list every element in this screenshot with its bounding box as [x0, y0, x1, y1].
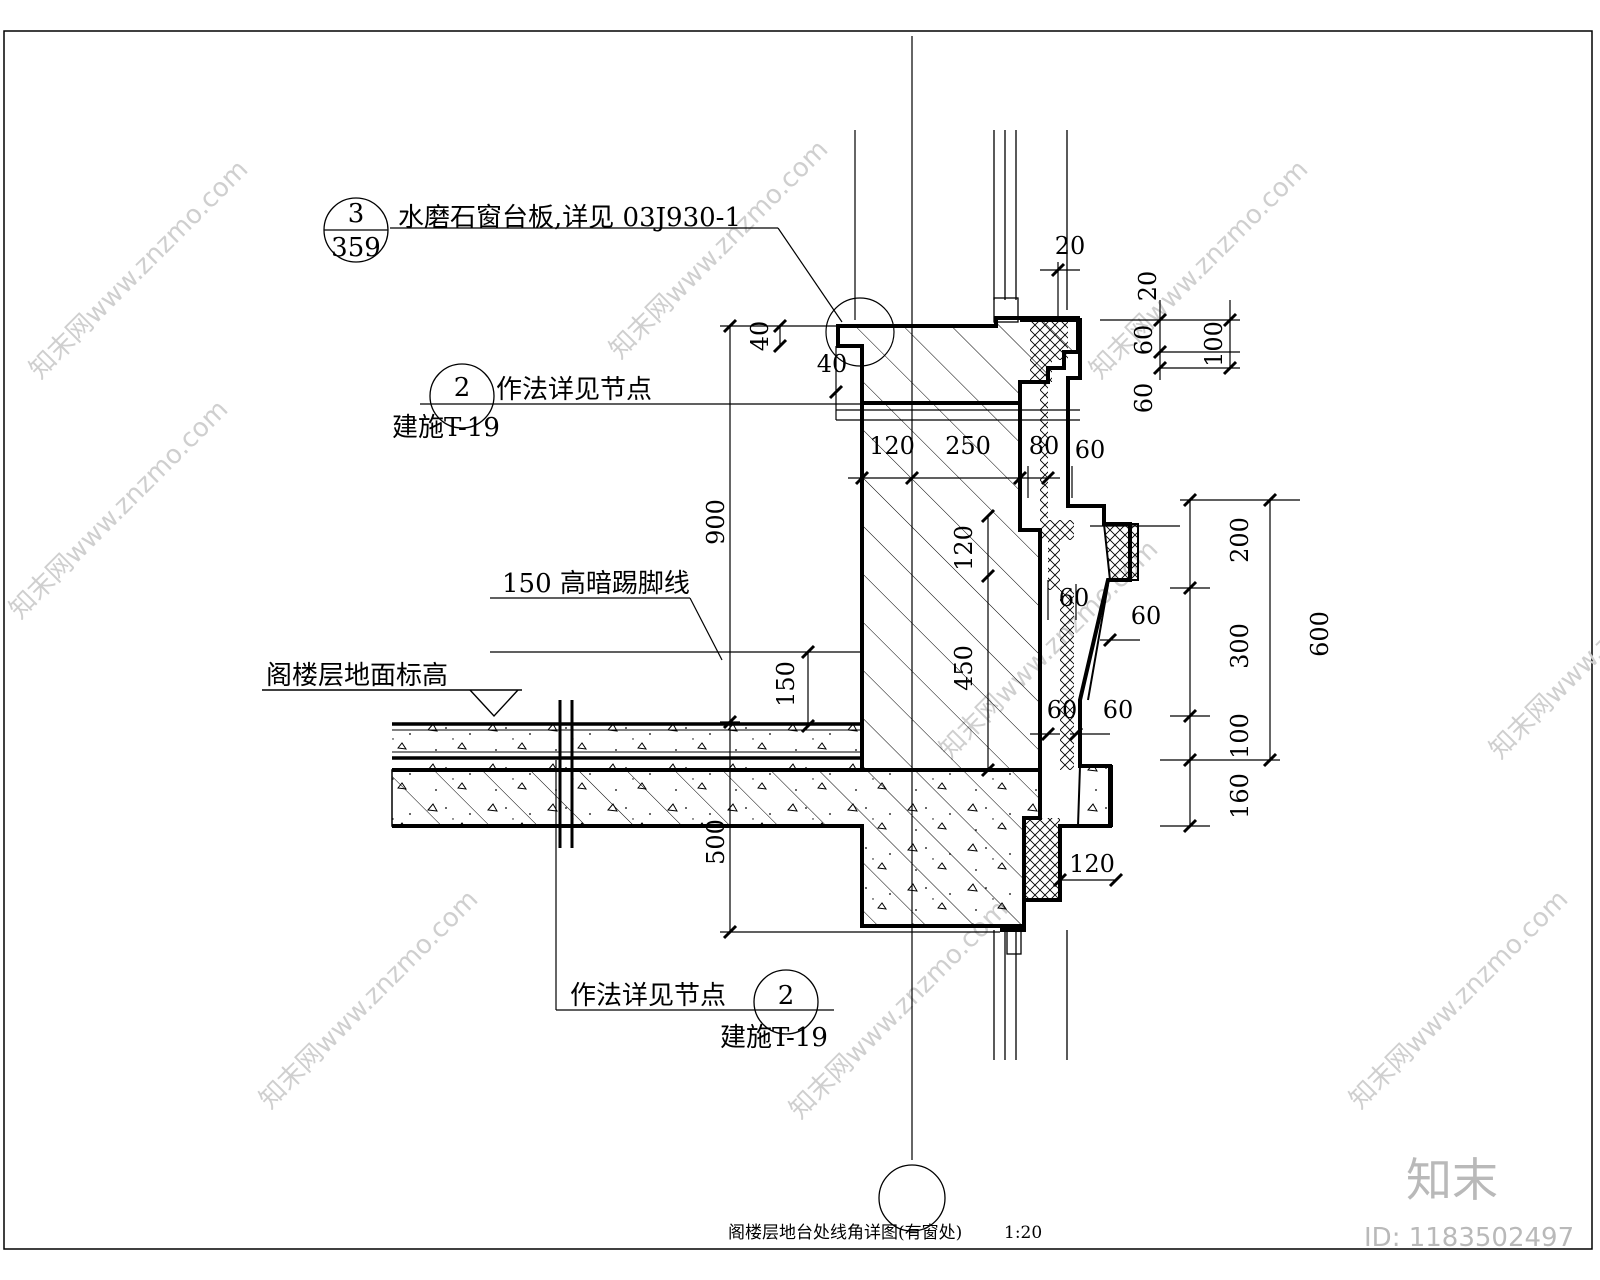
dim-label: 600 [1306, 611, 1334, 657]
dim-label: 120 [950, 525, 978, 571]
dim-label: 900 [702, 499, 730, 545]
dim-label: 20 [1134, 271, 1162, 302]
leader-lines [390, 227, 895, 1011]
ref-bubble-sill: 3 359 [323, 197, 389, 263]
dim-label: 60 [1047, 696, 1078, 724]
dim-label: 60 [1059, 584, 1090, 612]
dim-label: 500 [702, 819, 730, 865]
floor-finish [392, 724, 862, 768]
sill-annotation: 水磨石窗台板,详见 03J930-1 [398, 203, 741, 233]
dim-label: 40 [746, 321, 774, 352]
dim-label: 60 [1075, 436, 1106, 464]
node-annotation: 作法详见节点 [496, 375, 652, 405]
node2-sheet-ref: 建施T-19 [720, 1023, 828, 1053]
watermark-text: 知末网www.znzmo.com [1084, 154, 1315, 385]
dimension-labels: 20 20 40 40 60 60 100 900 120 250 80 60 … [702, 232, 1334, 878]
axis-circle [878, 1164, 946, 1232]
floor-level-annotation: 阁楼层地面标高 [266, 661, 448, 691]
dim-label: 250 [945, 432, 991, 460]
watermark-text: 知末网www.znzmo.com [1484, 534, 1600, 765]
moulding [1102, 523, 1139, 581]
node-ref-num: 2 [454, 373, 471, 403]
dim-label: 100 [1226, 713, 1254, 759]
dim-label: 60 [1131, 602, 1162, 630]
dim-label: 60 [1130, 325, 1158, 356]
sill-ref-bottom: 359 [331, 233, 381, 263]
dim-label: 20 [1055, 232, 1086, 260]
dim-label: 200 [1226, 517, 1254, 563]
watermark-text: 知末网www.znzmo.com [254, 884, 485, 1115]
node2-annotation: 作法详见节点 [570, 981, 726, 1011]
drawing-title: 阁楼层地台处线角详图(有窗处) [728, 1223, 962, 1243]
watermark-text: 知末网www.znzmo.com [1344, 884, 1575, 1115]
watermark-layer: 知末网www.znzmo.com 知末网www.znzmo.com 知末网www… [4, 134, 1600, 1125]
dim-label: 100 [1200, 321, 1228, 367]
dimension-ticks [722, 262, 1278, 940]
moulding-lower [1076, 765, 1113, 827]
slant-line [1087, 584, 1109, 701]
dim-label: 150 [772, 661, 800, 707]
floor-level-symbol [262, 689, 522, 718]
ref-bubble-node: 2 [429, 363, 495, 429]
watermark-text: 知末网www.znzmo.com [4, 394, 235, 625]
dim-label: 450 [950, 645, 978, 691]
node2-ref-num: 2 [778, 981, 795, 1011]
window-frame [993, 130, 1068, 1060]
drawing-frame [3, 30, 1593, 1250]
brand-logo-text: 知末 [1406, 1153, 1498, 1207]
skirting-annotation: 150 高暗踢脚线 [502, 569, 690, 599]
dim-label: 120 [869, 432, 915, 460]
insulation-layer [1030, 322, 1074, 770]
sill-ref-top: 3 [348, 199, 365, 229]
drawing-scale: 1:20 [1004, 1223, 1042, 1243]
dim-label: 60 [1103, 696, 1134, 724]
dim-label: 40 [817, 350, 848, 378]
node-sheet-ref: 建施T-19 [392, 413, 500, 443]
ref-bubble-node2: 2 [753, 969, 819, 1035]
dim-label: 80 [1029, 432, 1060, 460]
dim-label: 120 [1069, 850, 1115, 878]
watermark-text: 知末网www.znzmo.com [604, 134, 835, 365]
slab-insulation [1024, 818, 1060, 900]
dim-label: 60 [1130, 383, 1158, 414]
image-id-text: ID: 1183502497 [1364, 1223, 1574, 1253]
watermark-text: 知末网www.znzmo.com [24, 154, 255, 385]
dim-label: 300 [1226, 623, 1254, 669]
dim-label: 160 [1226, 773, 1254, 819]
